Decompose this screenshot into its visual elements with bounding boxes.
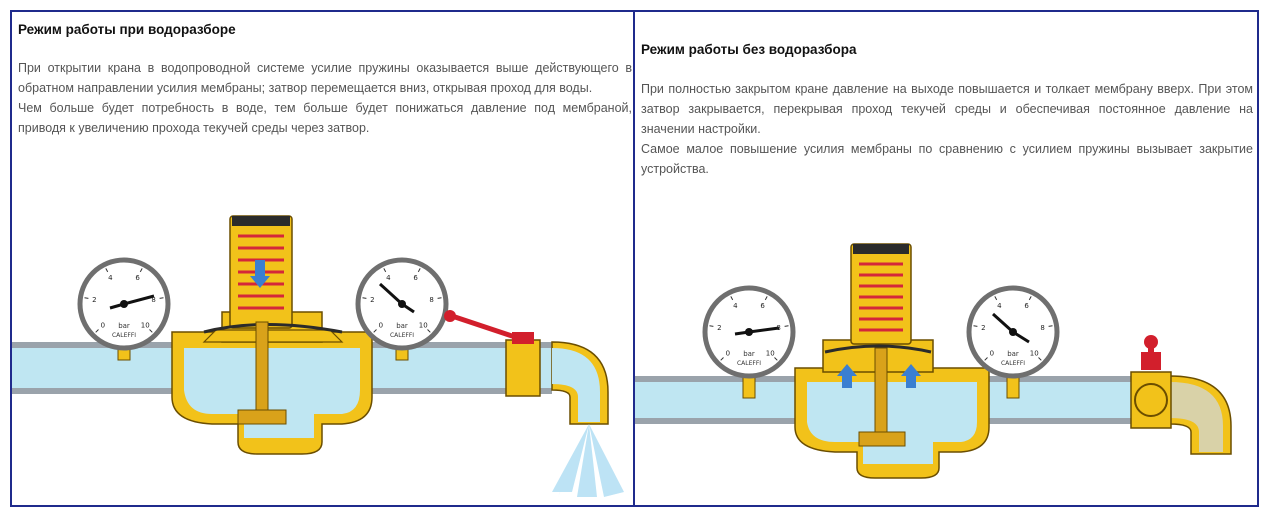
gauge-scale-label: 2 [717, 324, 721, 332]
ball-valve-closed [1130, 335, 1172, 429]
gauge-tick [764, 296, 768, 301]
gauge-tick [159, 297, 164, 299]
gauge-tick [730, 296, 734, 301]
gauge-scale-label: 4 [386, 274, 391, 282]
valve-stem [858, 347, 906, 447]
gauge-scale-label: 2 [370, 296, 374, 304]
gauge-tick [973, 325, 978, 327]
up-arrow-icon [837, 364, 857, 388]
right-panel-title: Режим работы без водоразбора [641, 42, 857, 57]
gauge-tick [417, 268, 421, 273]
gauge-tick [709, 325, 714, 327]
gauge-tick [720, 357, 724, 361]
gauge-scale-label: 8 [776, 324, 780, 332]
gauge-brand-label: CALEFFI [1001, 360, 1025, 367]
gauge-tick [373, 329, 377, 333]
gauge-tick [1038, 357, 1042, 361]
up-arrow-icon [901, 364, 921, 388]
gauge-scale-label: 6 [413, 274, 418, 282]
gauge-unit-label: bar [396, 322, 408, 330]
gauge-scale-label: 8 [151, 296, 155, 304]
gauge-scale-label: 2 [981, 324, 985, 332]
gauge-scale-label: 0 [990, 350, 994, 358]
gauge-brand-label: CALEFFI [112, 332, 136, 339]
gauge-tick [994, 296, 998, 301]
gauge-scale-label: 6 [1024, 302, 1029, 310]
inlet-pressure-gauge: bar CALEFFI 0 2 4 6 8 10 [77, 257, 171, 361]
right-paragraph-2: Самое малое повышение усилия мембраны по… [641, 142, 1253, 176]
ball-valve-open [444, 310, 541, 397]
gauge-scale-label: 10 [1030, 350, 1039, 358]
closed-mode-diagram: bar CALEFFI 0 2 4 6 8 10 bar CALEFFI 0 2 4 6 8 10 [635, 243, 1232, 479]
gauge-tick [139, 268, 143, 273]
gauge-tick [437, 297, 442, 299]
valve-stem [237, 321, 287, 425]
right-panel: Режим работы без водоразбора При полност… [635, 12, 1257, 505]
gauge-scale-label: 10 [766, 350, 775, 358]
gauge-scale-label: 0 [726, 350, 730, 358]
outlet-pressure-gauge: bar CALEFFI 0 2 4 6 8 10 [966, 285, 1060, 399]
valve-body [794, 339, 990, 479]
gauge-tick [362, 297, 367, 299]
gauge-scale-label: 4 [997, 302, 1002, 310]
gauge-tick [984, 357, 988, 361]
panel-divider [633, 10, 635, 507]
gauge-scale-label: 10 [419, 322, 428, 330]
open-mode-diagram: bar CALEFFI 0 2 4 6 8 10 bar CALEFFI 0 2 4 6 8 10 [12, 215, 624, 497]
gauge-scale-label: 2 [92, 296, 96, 304]
left-panel-text: При открытии крана в водопроводной систе… [18, 58, 632, 138]
gauge-scale-label: 8 [1040, 324, 1044, 332]
left-paragraph-2: Чем больше будет потребность в воде, тем… [18, 101, 632, 135]
gauge-tick [95, 329, 99, 333]
left-panel: Режим работы при водоразборе При открыти… [12, 12, 633, 505]
left-panel-title: Режим работы при водоразборе [18, 22, 236, 37]
outlet-elbow [551, 341, 609, 425]
gauge-tick [105, 268, 109, 273]
right-paragraph-1: При полностью закрытом кране давление на… [641, 82, 1253, 136]
down-arrow-icon [250, 260, 270, 288]
gauge-unit-label: bar [1007, 350, 1019, 358]
gauge-tick [383, 268, 387, 273]
gauge-scale-label: 6 [135, 274, 140, 282]
gauge-scale-label: 4 [733, 302, 738, 310]
gauge-tick [427, 329, 431, 333]
water-spray [552, 424, 624, 497]
outlet-elbow [1169, 375, 1232, 455]
gauge-tick [1048, 325, 1053, 327]
gauge-scale-label: 4 [108, 274, 113, 282]
gauge-scale-label: 8 [429, 296, 433, 304]
gauge-scale-label: 6 [760, 302, 765, 310]
inlet-pressure-gauge: bar CALEFFI 0 2 4 6 8 10 [702, 285, 796, 399]
left-paragraph-1: При открытии крана в водопроводной систе… [18, 61, 632, 95]
gauge-brand-label: CALEFFI [737, 360, 761, 367]
outlet-pressure-gauge: bar CALEFFI 0 2 4 6 8 10 [355, 257, 449, 361]
diaphragm [824, 344, 932, 354]
gauge-tick [1028, 296, 1032, 301]
gauge-tick [149, 329, 153, 333]
gauge-scale-label: 0 [101, 322, 105, 330]
spring [859, 262, 903, 332]
gauge-scale-label: 10 [141, 322, 150, 330]
gauge-tick [784, 325, 789, 327]
gauge-unit-label: bar [743, 350, 755, 358]
gauge-tick [774, 357, 778, 361]
gauge-brand-label: CALEFFI [390, 332, 414, 339]
gauge-unit-label: bar [118, 322, 130, 330]
valve-body [171, 311, 373, 455]
right-panel-text: При полностью закрытом кране давление на… [641, 79, 1253, 179]
gauge-scale-label: 0 [379, 322, 383, 330]
gauge-tick [84, 297, 89, 299]
